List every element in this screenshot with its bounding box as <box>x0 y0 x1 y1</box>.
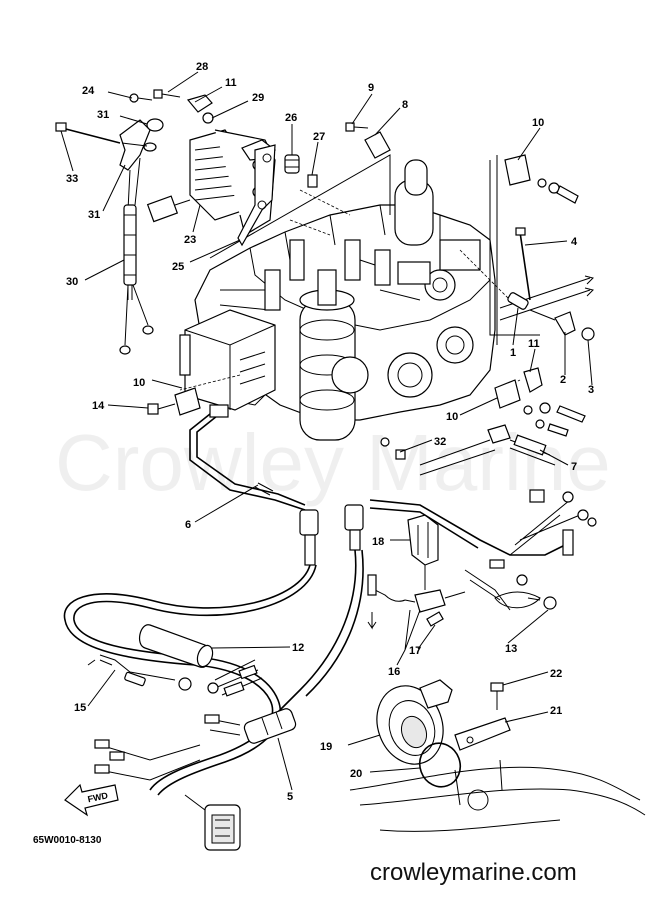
wire-30 <box>119 204 154 355</box>
bolt-28 <box>153 89 181 99</box>
callout-9: 9 <box>368 82 374 94</box>
callout-20: 20 <box>350 768 362 780</box>
callout-30: 30 <box>66 276 78 288</box>
site-name: crowleymarine.com <box>370 859 577 886</box>
callout-14: 14 <box>92 400 105 412</box>
guide-frame-top <box>209 154 391 259</box>
callout-22: 22 <box>550 668 562 680</box>
main-connector <box>184 794 241 851</box>
callout-7: 7 <box>571 461 577 473</box>
callout-1: 1 <box>510 347 516 359</box>
gasket-20 <box>418 742 462 788</box>
callout-16: 16 <box>388 666 400 678</box>
guide-frame-right <box>489 160 540 336</box>
callout-12: 12 <box>292 642 304 654</box>
callout-3: 3 <box>588 384 594 396</box>
holder-11-right <box>523 367 543 393</box>
callout-11-right: 11 <box>528 338 540 350</box>
connectors-left <box>94 714 241 781</box>
callout-27: 27 <box>313 131 325 143</box>
callout-19: 19 <box>320 741 332 753</box>
bolt-13 <box>527 596 557 610</box>
callout-13: 13 <box>505 643 517 655</box>
svg-text:FWD: FWD <box>87 790 110 804</box>
washer-29 <box>202 112 214 124</box>
callout-11: 11 <box>225 77 237 89</box>
harness-6 <box>189 404 364 566</box>
callout-2: 2 <box>560 374 566 386</box>
callout-21: 21 <box>550 705 562 717</box>
callout-23: 23 <box>184 234 196 246</box>
callout-31-top: 31 <box>97 109 109 121</box>
callout-17: 17 <box>409 645 421 657</box>
callout-6: 6 <box>185 519 191 531</box>
fwd-arrow-icon: FWD <box>64 783 119 817</box>
callout-24: 24 <box>82 85 95 97</box>
cdi-unit-left <box>179 309 276 411</box>
diagram-part-number: 65W0010-8130 <box>33 835 102 846</box>
bolt-32 <box>380 437 406 460</box>
callout-28: 28 <box>196 61 208 73</box>
callout-10-left: 10 <box>133 377 145 389</box>
callout-numbers: 28 11 24 29 9 8 31 26 27 10 33 4 31 23 2… <box>66 61 594 803</box>
clip-2 <box>554 311 576 336</box>
holder-11 <box>186 94 213 113</box>
callout-5: 5 <box>287 791 293 803</box>
collar-27 <box>307 174 318 188</box>
callout-4: 4 <box>571 236 578 248</box>
bolt-22 <box>490 682 504 710</box>
bolt-24 <box>129 93 153 103</box>
ground-lead-15 <box>87 654 192 691</box>
callout-25: 25 <box>172 261 184 273</box>
clamp-10-mid <box>494 379 521 409</box>
callout-32: 32 <box>434 436 446 448</box>
callout-31-bottom: 31 <box>88 209 100 221</box>
main-harness <box>63 549 364 796</box>
bolt-9 <box>345 122 369 132</box>
leader-lines <box>60 71 593 791</box>
sensor-1 <box>507 292 556 321</box>
callout-29: 29 <box>252 92 264 104</box>
tube-12 <box>138 624 214 668</box>
screw-3 <box>581 327 595 341</box>
wire-lead-7 <box>419 424 556 476</box>
tie-33 <box>57 126 121 144</box>
clamp-10-top <box>504 154 579 204</box>
callout-10-top: 10 <box>532 117 544 129</box>
tie-4 <box>519 231 531 301</box>
bolt-14 <box>147 403 176 415</box>
switch-19 <box>376 679 453 765</box>
clamp-10-left <box>174 387 201 416</box>
plug-cap-31 <box>119 118 164 211</box>
callout-18: 18 <box>372 536 384 548</box>
callout-15: 15 <box>74 702 86 714</box>
clamp-8 <box>364 131 391 159</box>
harness-right-branches <box>367 489 597 613</box>
grommet-26 <box>284 154 300 174</box>
callout-33: 33 <box>66 173 78 185</box>
callout-26: 26 <box>285 112 297 124</box>
relay-18 <box>407 514 439 590</box>
lower-cowl <box>349 759 646 832</box>
terminals-cluster <box>207 659 263 697</box>
callout-8: 8 <box>402 99 408 111</box>
terminal-17 <box>426 611 444 627</box>
bracket-25 <box>237 144 276 247</box>
cover-21 <box>454 717 511 751</box>
callout-10-mid: 10 <box>446 411 458 423</box>
